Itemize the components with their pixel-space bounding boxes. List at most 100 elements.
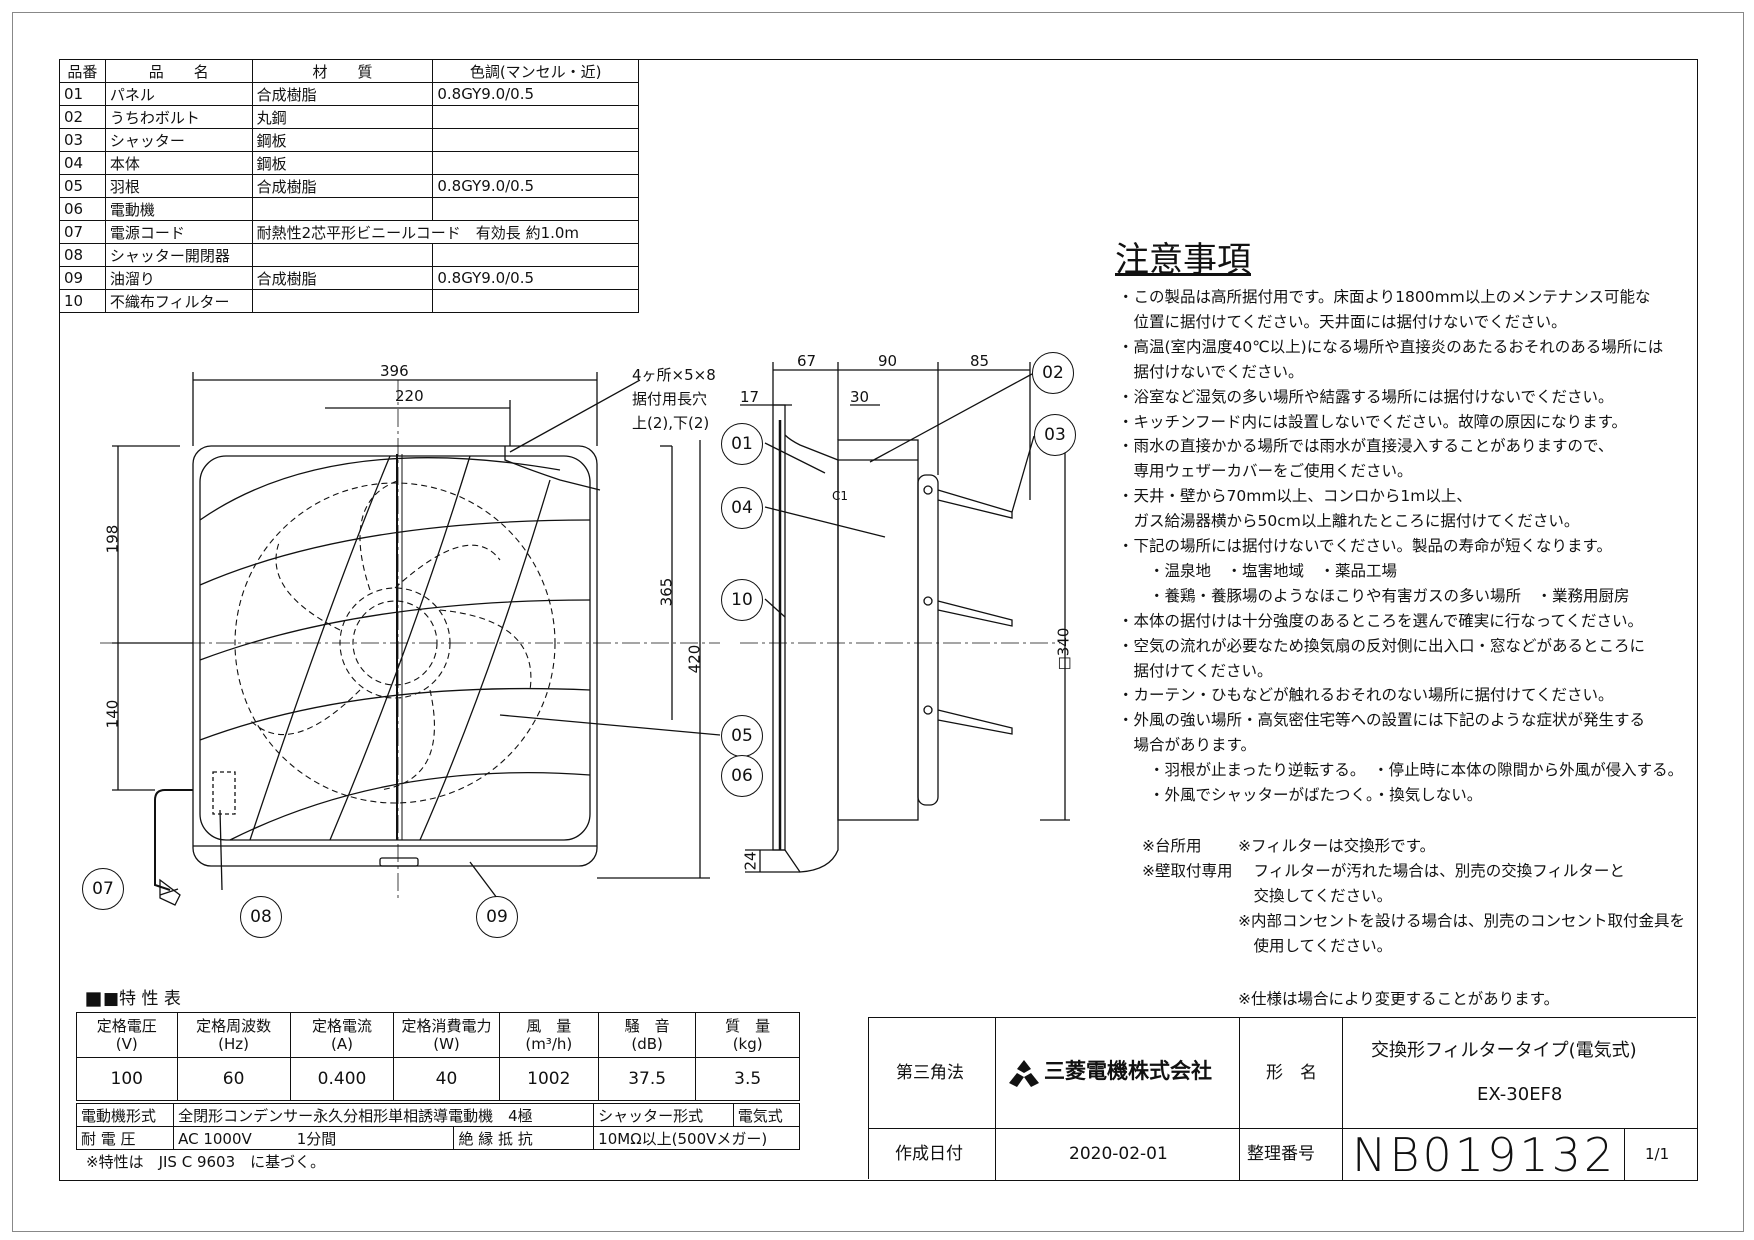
slot-note-2: 据付用長穴 — [632, 390, 708, 408]
motor-value: 全閉形コンデンサー永久分相形単相誘導電動機 4極 — [173, 1103, 595, 1127]
dim-side-340: □340 — [1054, 627, 1073, 671]
sheet-number: 1/1 — [1645, 1145, 1670, 1163]
spec-value-1: 60 — [176, 1057, 291, 1101]
dim-side-30: 30 — [850, 388, 870, 406]
spec-header-unit: (A) — [331, 1035, 353, 1053]
callout-04: 04 — [721, 487, 763, 529]
note-extra-line: 使用してください。 — [1238, 937, 1393, 955]
parts-cell: 10 — [59, 289, 106, 313]
spec-header-unit: (Hz) — [218, 1035, 250, 1053]
spec-header-5: 騒 音(dB) — [597, 1012, 697, 1058]
shutter-opener — [212, 771, 236, 815]
parts-cell: 01 — [59, 82, 106, 106]
spec-header-name: 風 量 — [526, 1017, 572, 1035]
slot-note-3: 上(2),下(2) — [632, 414, 710, 432]
jis-note: ※特性は JIS C 9603 に基づく。 — [86, 1153, 326, 1171]
withstand-label: 耐 電 圧 — [75, 1126, 175, 1150]
company-name: 三菱電機株式会社 — [1044, 1059, 1212, 1083]
spec-header-2: 定格電流(A) — [289, 1012, 395, 1058]
parts-cell: 05 — [59, 174, 106, 198]
dim-side-67: 67 — [797, 352, 817, 370]
spec-header-unit: (W) — [433, 1035, 460, 1053]
parts-cell — [432, 289, 639, 313]
note-line: 位置に据付けてください。天井面には据付けないでください。 — [1118, 312, 1567, 331]
note-line: 専用ウェザーカバーをご使用ください。 — [1118, 462, 1413, 481]
note-line: ・下記の場所には据付けないでください。製品の寿命が短くなります。 — [1118, 537, 1612, 555]
parts-cell: 03 — [59, 128, 106, 152]
parts-cell: 丸鋼 — [251, 105, 434, 129]
note-extra-line: 交換してください。 — [1238, 887, 1393, 905]
date-label: 作成日付 — [895, 1144, 963, 1164]
front-grille-outline — [199, 455, 591, 841]
parts-cell: 鋼板 — [251, 128, 434, 152]
spec-header-unit: (m³/h) — [525, 1035, 573, 1053]
fan-top-cutout — [504, 446, 601, 491]
spec-value-5: 37.5 — [597, 1057, 697, 1101]
parts-cell: 不織布フィルター — [104, 289, 253, 313]
drawing-sheet-border — [59, 59, 1698, 1181]
dim-side-90: 90 — [878, 352, 898, 370]
note-line: ・空気の流れが必要なため換気扇の反対側に出入口・窓などがあるところに — [1118, 636, 1646, 655]
note-line: 据付けてください。 — [1118, 661, 1273, 680]
callout-01: 01 — [721, 423, 763, 465]
callout-09: 09 — [476, 896, 518, 938]
note-line: ・キッチンフード内には設置しないでください。故障の原因になります。 — [1118, 412, 1628, 431]
spec-header-0: 定格電圧(V) — [76, 1012, 178, 1058]
insulation-label: 絶 縁 抵 抗 — [453, 1126, 595, 1150]
parts-cell — [251, 243, 434, 267]
callout-07: 07 — [82, 868, 124, 910]
shutter-label: シャッター形式 — [593, 1103, 734, 1127]
side-bracket — [917, 474, 939, 806]
dim-front-140: 140 — [103, 699, 122, 729]
dim-front-198: 198 — [103, 524, 122, 554]
notes-title: 注意事項 — [1115, 240, 1251, 280]
note-line: ・外風の強い場所・高気密住宅等への設置には下記のような症状が発生する — [1118, 711, 1646, 730]
spec-table-motor: 電動機形式 全閉形コンデンサー永久分相形単相誘導電動機 4極 シャッター形式 電… — [75, 1103, 801, 1150]
note-line: ・温泉地 ・塩害地域 ・薬品工場 — [1118, 561, 1398, 580]
spec-header-4: 風 量(m³/h) — [498, 1012, 599, 1058]
power-cord — [154, 789, 193, 891]
callout-08: 08 — [240, 896, 282, 938]
outer-frame — [12, 12, 1744, 1232]
spec-header-name: 定格周波数 — [196, 1017, 272, 1035]
dim-front-220: 220 — [395, 387, 424, 405]
note-line: ・外風でシャッターがばたつく。・換気しない。 — [1118, 786, 1483, 804]
callout-02: 02 — [1032, 352, 1074, 394]
spec-header-name: 定格電流 — [312, 1017, 373, 1035]
note-line: ・羽根が止まったり逆転する。 ・停止時に本体の隙間から外風が侵入する。 — [1118, 761, 1684, 780]
spec-value-4: 1002 — [498, 1057, 599, 1101]
note-line: ・天井・壁から70mm以上、コンロから1m以上、 — [1118, 487, 1472, 506]
parts-header-2: 材 質 — [251, 59, 434, 83]
fan-blade-circle — [234, 482, 556, 804]
parts-header-1: 品 名 — [104, 59, 253, 83]
title-block: 第三角法 三菱電機株式会社 形 名 交換形フィルタータイプ(電気式) EX-30… — [868, 1017, 1697, 1180]
spec-header-name: 騒 音 — [624, 1017, 670, 1035]
parts-cell: 羽根 — [104, 174, 253, 198]
note-line: ・雨水の直接かかる場所では雨水が直接浸入することがありますので、 — [1118, 437, 1614, 456]
parts-cell: シャッター — [104, 128, 253, 152]
dim-front-365: 365 — [657, 577, 676, 607]
dim-front-width: 396 — [380, 362, 409, 380]
spec-header-6: 質 量(kg) — [695, 1012, 800, 1058]
parts-cell: 02 — [59, 105, 106, 129]
spec-header-name: 定格電圧 — [96, 1017, 157, 1035]
parts-cell: 0.8GY9.0/0.5 — [432, 174, 639, 198]
notes-extra-left-1: ※壁取付専用 — [1142, 862, 1233, 880]
parts-cell: 合成樹脂 — [251, 266, 434, 290]
spec-value-2: 0.400 — [289, 1057, 395, 1101]
note-line: ・本体の据付けは十分強度のあるところを選んで確実に行なってください。 — [1118, 611, 1643, 630]
dim-side-85: 85 — [970, 352, 990, 370]
spec-value-6: 3.5 — [695, 1057, 800, 1101]
note-extra-line: ※フィルターは交換形です。 — [1238, 837, 1436, 855]
model-description: 交換形フィルタータイプ(電気式) — [1371, 1040, 1637, 1061]
callout-10: 10 — [721, 579, 763, 621]
spec-value-0: 100 — [76, 1057, 178, 1101]
parts-cell — [432, 105, 639, 129]
